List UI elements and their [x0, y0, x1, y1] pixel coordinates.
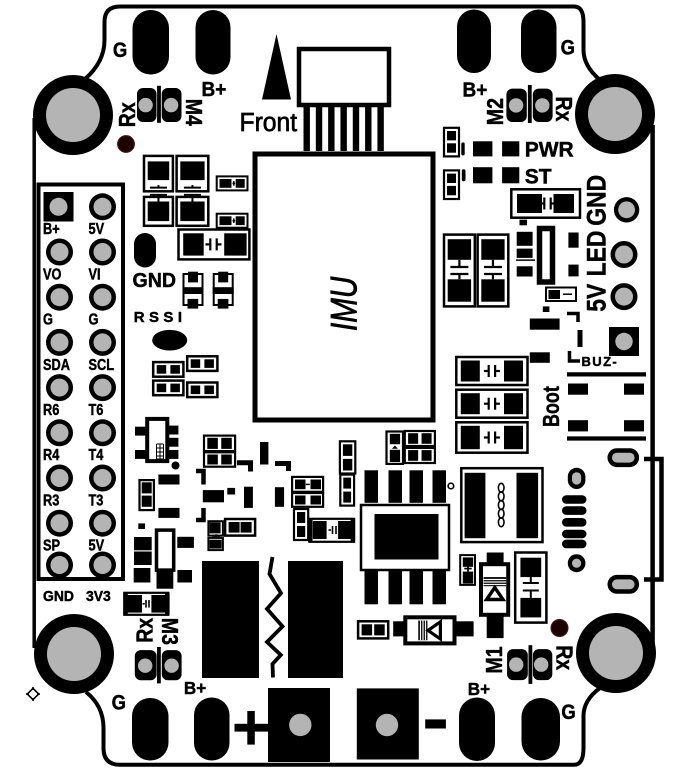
svg-text:SP: SP	[43, 537, 60, 555]
svg-text:BUZ-: BUZ-	[582, 354, 619, 369]
svg-text:IMU: IMU	[324, 276, 365, 331]
svg-text:R3: R3	[43, 492, 59, 510]
svg-text:B+: B+	[202, 79, 227, 102]
svg-text:GND: GND	[133, 270, 177, 292]
svg-text:T6: T6	[89, 402, 104, 420]
svg-text:Rx: Rx	[551, 645, 577, 670]
svg-text:G: G	[561, 701, 575, 724]
svg-text:VO: VO	[43, 266, 61, 284]
svg-text:Front: Front	[240, 108, 298, 137]
svg-text:G: G	[112, 692, 126, 715]
svg-text:R6: R6	[43, 402, 59, 420]
svg-text:5V: 5V	[89, 537, 105, 555]
svg-text:B+: B+	[468, 678, 490, 699]
svg-text:M2: M2	[483, 98, 509, 125]
svg-text:B+: B+	[184, 678, 206, 699]
svg-text:LED: LED	[582, 231, 612, 277]
svg-text:GND: GND	[582, 175, 612, 226]
svg-text:Boot: Boot	[539, 386, 565, 427]
svg-text:M1: M1	[482, 646, 508, 673]
svg-text:3V3: 3V3	[86, 589, 111, 606]
svg-text:SCL: SCL	[89, 357, 115, 375]
svg-text:T4: T4	[89, 447, 104, 465]
svg-text:Rx: Rx	[132, 618, 158, 643]
svg-text:M3: M3	[157, 618, 183, 645]
svg-text:5V: 5V	[89, 221, 105, 239]
svg-text:RSSI: RSSI	[134, 309, 187, 326]
svg-text:R4: R4	[43, 447, 59, 465]
svg-text:5V: 5V	[582, 283, 612, 311]
svg-text:PWR: PWR	[525, 138, 574, 161]
svg-text:B+: B+	[463, 79, 488, 102]
svg-text:G: G	[561, 37, 575, 60]
svg-text:VI: VI	[89, 266, 101, 284]
svg-text:M4: M4	[181, 99, 207, 126]
svg-text:SDA: SDA	[43, 357, 70, 375]
svg-text:Rx: Rx	[115, 102, 141, 127]
svg-text:T3: T3	[89, 492, 104, 510]
svg-text:G: G	[89, 311, 99, 329]
svg-text:GND: GND	[43, 589, 74, 606]
svg-text:ST: ST	[525, 165, 552, 188]
svg-text:Rx: Rx	[551, 97, 577, 122]
svg-text:G: G	[43, 311, 53, 329]
svg-text:B+: B+	[43, 221, 60, 239]
svg-text:G: G	[113, 39, 127, 62]
